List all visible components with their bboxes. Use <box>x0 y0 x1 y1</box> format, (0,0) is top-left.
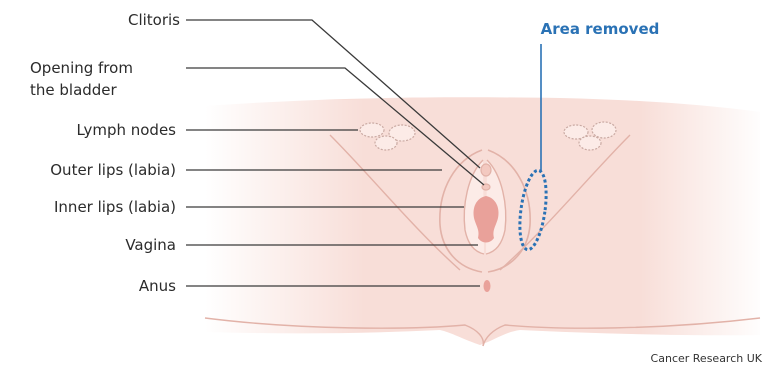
label-bladder-line1: Opening from <box>30 59 133 77</box>
clitoris-shape <box>481 164 491 176</box>
label-inner-lips: Inner lips (labia) <box>54 198 176 216</box>
label-vagina: Vagina <box>125 236 176 254</box>
credit: Cancer Research UK <box>651 352 763 365</box>
label-clitoris: Clitoris <box>128 11 180 29</box>
label-outer-lips: Outer lips (labia) <box>50 161 176 179</box>
body-illustration <box>205 97 766 346</box>
anus-shape <box>484 280 491 292</box>
label-bladder-line2: the bladder <box>30 81 118 99</box>
label-lymph-nodes: Lymph nodes <box>76 121 176 139</box>
label-anus: Anus <box>139 277 176 295</box>
label-area-removed: Area removed <box>541 20 660 38</box>
